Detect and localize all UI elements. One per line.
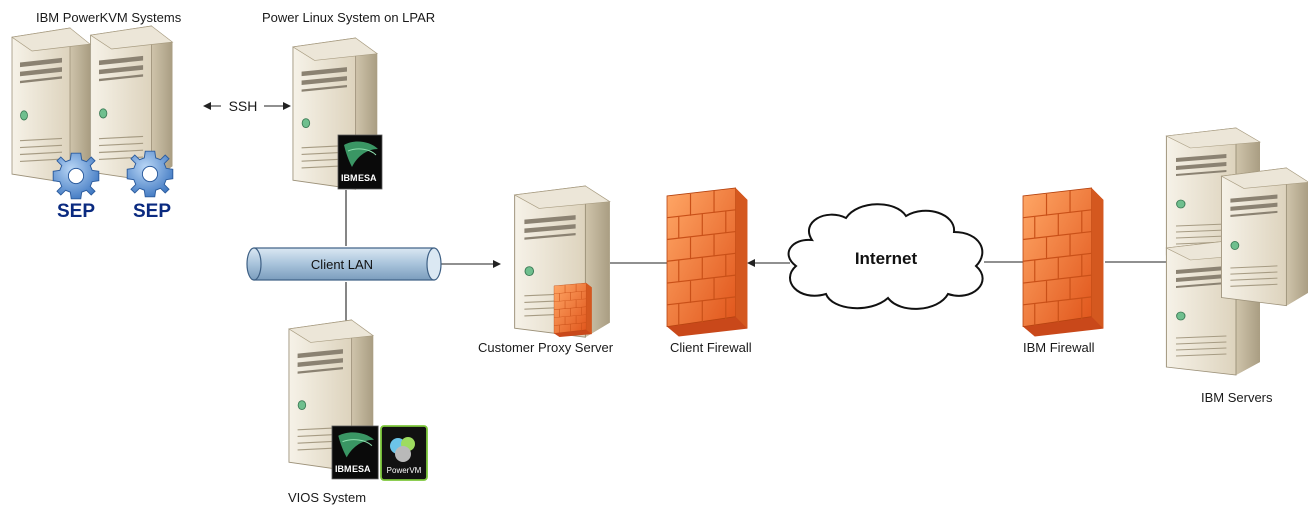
proxy-mini-firewall [553,282,592,338]
svg-text:IBM: IBM [335,464,352,474]
proxy-label: Customer Proxy Server [478,340,614,355]
ibm-servers-label: IBM Servers [1201,390,1273,405]
client-firewall-wall [666,187,748,338]
ssh-label: SSH [229,98,258,114]
internet-label: Internet [855,249,918,268]
ibm-firewall-label: IBM Firewall [1023,340,1095,355]
client-firewall-label: Client Firewall [670,340,752,355]
powervm-badge: PowerVM [380,425,428,481]
vios-label: VIOS System [288,490,366,505]
ibm-firewall: IBM Firewall [1022,187,1104,355]
sep-badge-2: SEP [133,201,171,222]
ibm-esa-badge: IBM ESA [331,425,379,480]
ibm-firewall-wall [1022,187,1104,338]
powerkvm-systems: IBM PowerKVM Systems SEP SEP [11,10,182,222]
gear-icon [126,150,174,198]
vios-system: IBM ESA PowerVM VIOS System [288,319,428,505]
gear-icon [52,152,100,200]
internet-cloud: Internet [787,203,984,310]
ibm-server-front [1220,167,1308,307]
power-linux-label: Power Linux System on LPAR [262,10,435,25]
sep-badge-1: SEP [57,201,95,222]
powerkvm-label: IBM PowerKVM Systems [36,10,182,25]
svg-text:PowerVM: PowerVM [387,466,422,475]
svg-text:IBM: IBM [341,173,358,183]
ibm-esa-badge: IBM ESA [337,134,383,190]
svg-text:ESA: ESA [352,464,371,474]
client-lan: Client LAN [246,247,442,281]
ibm-servers: IBM Servers [1165,127,1308,405]
client-lan-label: Client LAN [311,257,373,272]
svg-text:ESA: ESA [358,173,377,183]
customer-proxy-server: Customer Proxy Server [478,185,614,355]
power-linux-lpar: Power Linux System on LPAR IBM ESA [262,10,435,190]
client-firewall: Client Firewall [666,187,752,355]
